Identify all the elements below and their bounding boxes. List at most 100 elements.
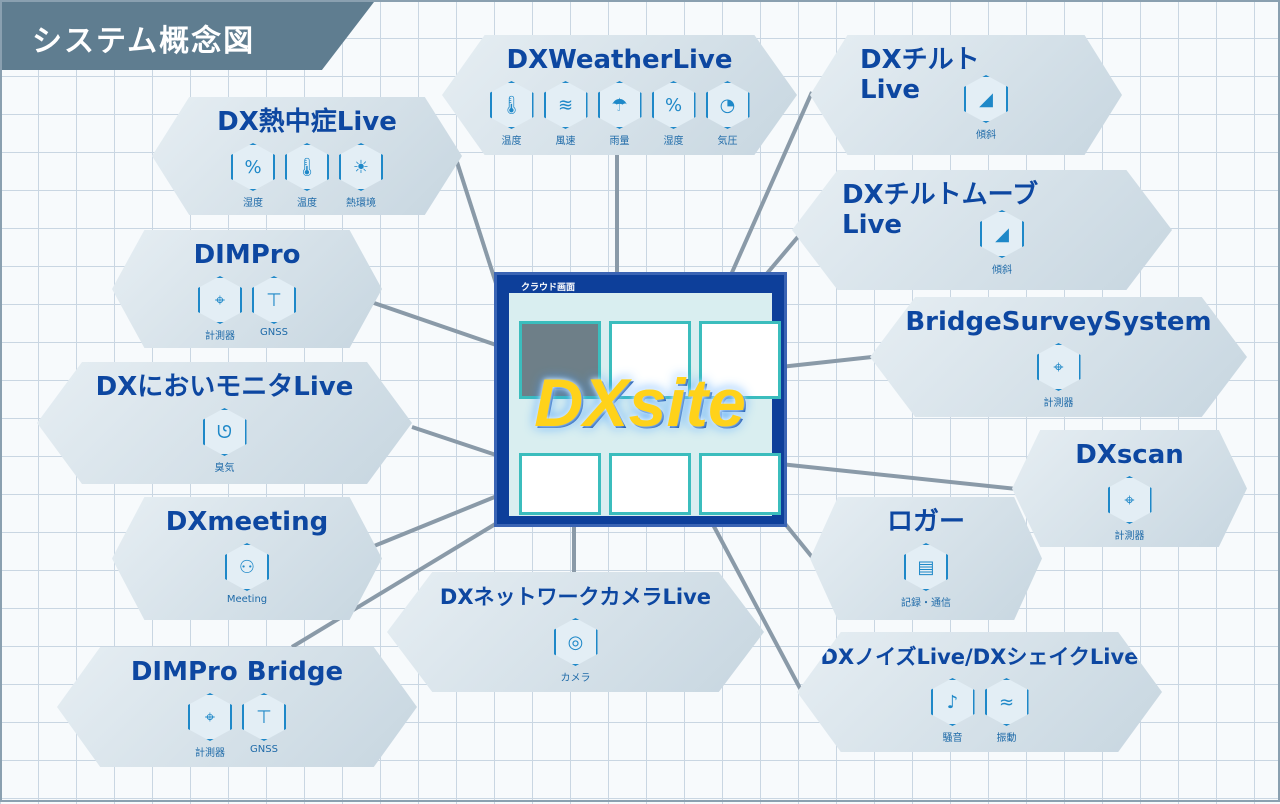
gnss-icon: ⊤ [252, 276, 296, 324]
icon-label: 風速 [555, 136, 576, 147]
node-title: DXWeatherLive [506, 45, 733, 75]
camera-panel [519, 321, 601, 399]
icon-label: 雨量 [609, 136, 630, 147]
humidity-icon: % [651, 81, 696, 129]
dxsite-logo: DXsite [534, 365, 746, 441]
icon-item: ≋風速 [541, 81, 591, 147]
icon-label: 計測器 [205, 331, 235, 342]
node-title: DXmeeting [165, 507, 329, 537]
system-node-weather: DXWeatherLive 🌡 温度 ≋風速☂ 雨量% 湿度 ◔ 気圧 [442, 35, 797, 155]
icon-label: 計測器 [1043, 398, 1074, 409]
system-node-odor: DXにおいモニタLive ᘎ 臭気 [37, 362, 412, 484]
node-title: DXネットワークカメラLive [439, 585, 712, 609]
icon-label: 熱環境 [346, 198, 376, 209]
icon-item: ☂ 雨量 [595, 81, 645, 147]
icon-item: ⌖ 計測器 [195, 276, 245, 342]
total-station-icon: ⌖ [1036, 343, 1081, 391]
icon-item: ⌖ 計測器 [1105, 476, 1155, 542]
system-node-heat: DX熱中症Live% 湿度 🌡 温度 ☀ 熱環境 [152, 97, 462, 215]
icon-item: ▤ 記録・通信 [901, 543, 951, 609]
sun-icon: ☀ [339, 143, 383, 191]
icon-item: ⊤ GNSS [249, 276, 299, 342]
ear-icon: ♪ [930, 678, 975, 726]
icon-item: ⌖ 計測器 [185, 693, 235, 759]
icon-item: % 湿度 [649, 81, 699, 147]
chart-panel [699, 453, 781, 515]
system-node-bridge-survey: BridgeSurveySystem ⌖ 計測器 [870, 297, 1247, 417]
node-title: DIMPro Bridge [130, 657, 344, 687]
node-title: DXチルトムーブ Live [842, 180, 1039, 240]
total-station-icon: ⌖ [1107, 476, 1152, 524]
humidity-icon: % [231, 143, 275, 191]
slope-icon: ◢ [980, 210, 1024, 258]
icon-label: Meeting [226, 594, 268, 605]
icon-label: 温度 [297, 198, 317, 209]
logger-icon: ▤ [904, 543, 948, 591]
icon-item: 🌡 温度 [282, 143, 332, 209]
icon-item: ᘎ 臭気 [200, 408, 250, 474]
icon-label: GNSS [250, 744, 278, 755]
node-title: DXにおいモニタLive [95, 372, 354, 402]
icon-item: ◎ カメラ [551, 618, 601, 684]
icon-item: ≈ 振動 [982, 678, 1032, 744]
system-node-scan: DXscan ⌖ 計測器 [1012, 430, 1247, 547]
icon-item: ◔ 気圧 [703, 81, 753, 147]
icon-label: 臭気 [214, 463, 235, 474]
icon-label: 湿度 [243, 198, 263, 209]
icon-item: ⚇ Meeting [222, 543, 272, 605]
camera-icon: ◎ [553, 618, 598, 666]
nose-icon: ᘎ [202, 408, 247, 456]
rain-icon: ☂ [597, 81, 642, 129]
icon-item: 🌡 温度 [487, 81, 537, 147]
system-node-noise: DXノイズLive/DXシェイクLive ♪ 騒音 ≈ 振動 [797, 632, 1162, 752]
icon-item: ◢ 傾斜 [977, 210, 1027, 276]
chart-panel [699, 321, 781, 399]
system-node-logger: ロガー ▤ 記録・通信 [810, 497, 1042, 620]
node-title: ロガー [886, 507, 965, 537]
chart-panel [609, 453, 691, 515]
icon-label: 振動 [996, 733, 1017, 744]
node-title: DXノイズLive/DXシェイクLive [820, 645, 1139, 669]
icon-item: % 湿度 [228, 143, 278, 209]
icon-label: 記録・通信 [901, 598, 951, 609]
system-node-camera: DXネットワークカメラLive ◎ カメラ [387, 572, 764, 692]
total-station-icon: ⌖ [198, 276, 242, 324]
icon-item: ♪ 騒音 [928, 678, 978, 744]
icon-label: 傾斜 [992, 265, 1012, 276]
icon-item: ⌖ 計測器 [1034, 343, 1084, 409]
icon-label: 傾斜 [976, 130, 996, 141]
icon-item: ◢ 傾斜 [961, 75, 1011, 141]
slope-icon: ◢ [964, 75, 1008, 123]
icon-label: 湿度 [663, 136, 684, 147]
system-node-dimpro-bridge: DIMPro Bridge ⌖ 計測器 ⊤ GNSS [57, 647, 417, 767]
chart-panel [609, 321, 691, 399]
icon-label: 騒音 [942, 733, 963, 744]
vibration-icon: ≈ [984, 678, 1029, 726]
node-title: DXscan [1075, 440, 1184, 470]
icon-label: 気圧 [717, 136, 738, 147]
node-title: BridgeSurveySystem [905, 307, 1212, 337]
meeting-icon: ⚇ [225, 543, 269, 591]
icon-item: ☀ 熱環境 [336, 143, 386, 209]
screen-title: クラウド画面 [521, 283, 576, 293]
pressure-gauge-icon: ◔ [705, 81, 750, 129]
icon-item: ⊤ GNSS [239, 693, 289, 759]
thermometer-icon: 🌡 [489, 81, 534, 129]
gnss-icon: ⊤ [242, 693, 286, 741]
icon-label: GNSS [260, 327, 288, 338]
total-station-icon: ⌖ [188, 693, 232, 741]
icon-label: カメラ [560, 673, 591, 684]
node-title: DX熱中症Live [217, 107, 397, 137]
thermometer-icon: 🌡 [285, 143, 329, 191]
icon-label: 温度 [501, 136, 522, 147]
system-node-tiltmove: DXチルトムーブ Live◢ 傾斜 [792, 170, 1172, 290]
system-node-tilt: DXチルト Live◢ 傾斜 [810, 35, 1122, 155]
system-node-meeting: DXmeeting ⚇ Meeting [112, 497, 382, 620]
system-node-dimpro: DIMPro ⌖ 計測器 ⊤ GNSS [112, 230, 382, 348]
dxsite-cloud-screen: クラウド画面 [494, 272, 787, 527]
chart-panel [519, 453, 601, 515]
node-title: DXチルト Live [860, 45, 980, 105]
node-title: DIMPro [193, 240, 301, 270]
icon-label: 計測器 [195, 748, 225, 759]
icon-label: 計測器 [1114, 531, 1145, 542]
